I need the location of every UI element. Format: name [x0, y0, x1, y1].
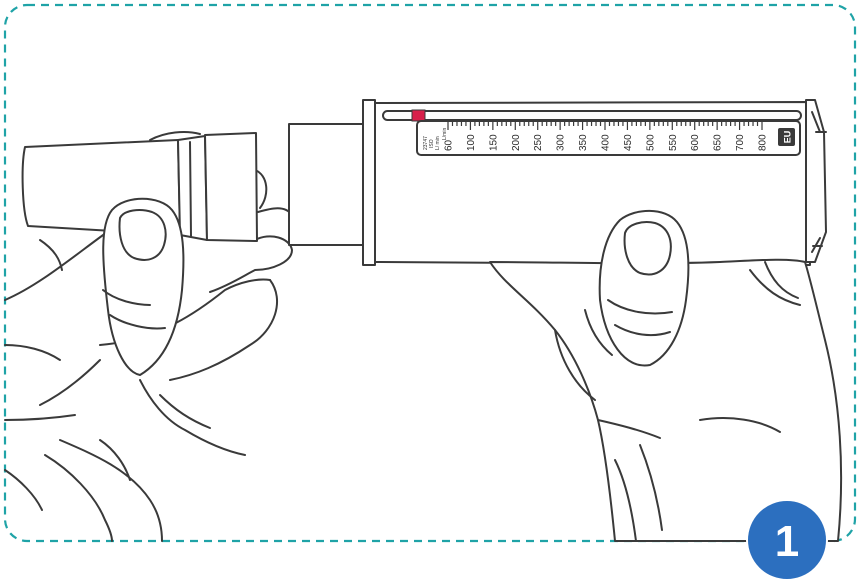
scale-label: 200 — [511, 134, 522, 151]
scale-label: 100 — [466, 134, 477, 151]
step-number: 1 — [775, 517, 799, 566]
meter-body — [374, 101, 811, 266]
scale-label: 250 — [533, 134, 544, 151]
scale-label: 800 — [758, 134, 769, 151]
left-thumb — [102, 197, 185, 376]
scale-label: 650 — [713, 134, 724, 151]
scale-label: 350 — [578, 134, 589, 151]
step-number-badge: 1 — [746, 499, 828, 581]
eu-badge-box — [778, 128, 795, 146]
scale-ticks — [447, 122, 763, 130]
standard-code: 23747 — [423, 136, 429, 150]
scale-label: 600 — [690, 134, 701, 151]
dashed-frame-border — [3, 3, 857, 543]
red-flow-indicator — [411, 109, 426, 122]
scale-label: 400 — [601, 134, 612, 151]
inhaler-cap — [21, 132, 258, 242]
scale-label: 700 — [735, 134, 746, 151]
scale-label: 450 — [623, 134, 634, 151]
unit-label: L/min — [442, 128, 448, 140]
scale-label: 150 — [488, 134, 499, 151]
unit-label-small: L/ min — [435, 136, 441, 150]
right-hand — [489, 209, 843, 542]
standard-label: ISO — [429, 139, 435, 148]
eu-badge-text: EU — [783, 131, 793, 144]
peak-flow-meter: 60 100 150 200 250 300 350 400 450 500 550 600 650 70… — [362, 99, 827, 266]
meter-mouth-collar — [362, 99, 376, 266]
scale-label: 60 — [444, 139, 455, 151]
scale-label: 550 — [668, 134, 679, 151]
scale-tick-labels: 60 100 150 200 250 300 350 400 450 500 550 600 650 70… — [444, 134, 769, 151]
step-badge-circle — [746, 499, 828, 581]
flow-scale-window — [416, 120, 801, 156]
scale-label: 300 — [556, 134, 567, 151]
left-hand — [4, 131, 293, 542]
scale-label: 500 — [645, 134, 656, 151]
inhaler-connector — [288, 123, 364, 246]
